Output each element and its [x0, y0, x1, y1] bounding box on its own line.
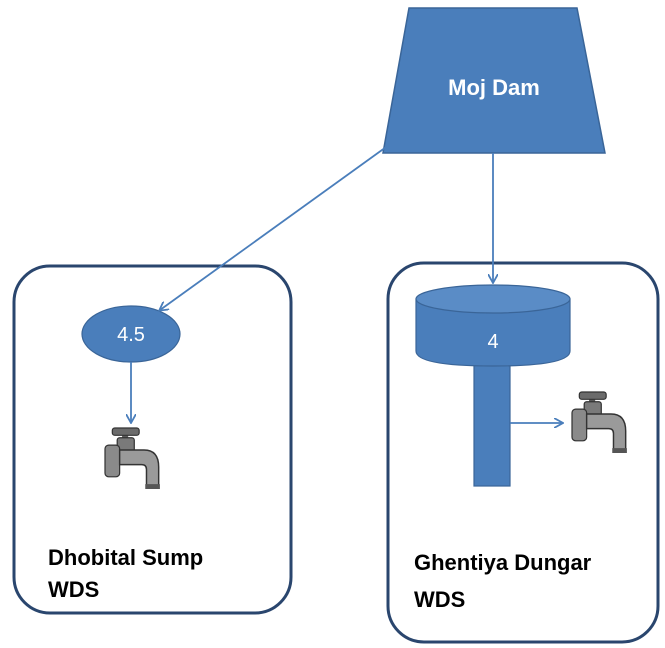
dam-shape	[382, 7, 606, 154]
left-system-container: 4.5 Dhobital Sump WDS	[12, 264, 293, 615]
tank-body	[415, 298, 571, 367]
right-system-title-line1: Ghentiya Dungar	[414, 550, 592, 575]
tank-top	[415, 284, 571, 314]
right-system-box	[386, 261, 660, 644]
dam: Moj Dam	[382, 7, 606, 154]
tank-value: 4	[487, 331, 498, 353]
left-system-box	[12, 264, 293, 615]
right-system-container: 4 Ghentiya Dungar WDS	[386, 261, 660, 644]
tower-stem	[473, 359, 511, 487]
dam-to-sump-arrow	[160, 144, 390, 310]
water-tap-icon	[571, 391, 628, 454]
dam-label: Moj Dam	[448, 75, 540, 100]
left-system-title-line2: WDS	[48, 577, 99, 602]
sump-value: 4.5	[117, 324, 145, 346]
left-system-title-line1: Dhobital Sump	[48, 545, 203, 570]
water-tap-icon	[104, 427, 161, 490]
right-system-title-line2: WDS	[414, 587, 465, 612]
water-tower: 4	[415, 284, 571, 487]
